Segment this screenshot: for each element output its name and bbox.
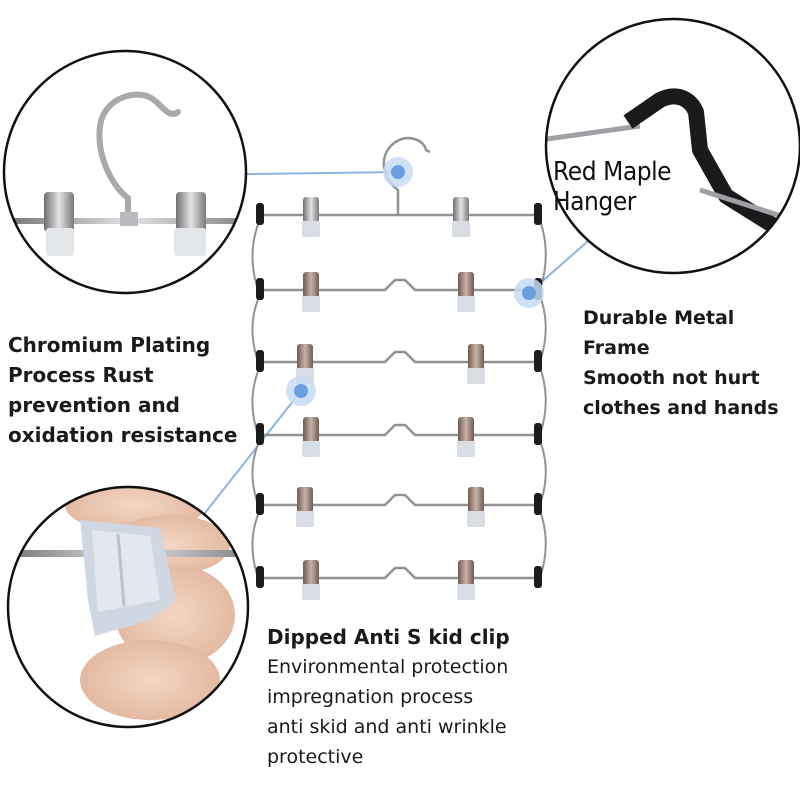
hanger-clip [457, 417, 475, 457]
caption-title: Dipped Anti S kid clip [267, 625, 510, 649]
end-cap [534, 566, 542, 588]
caption-metal-frame: Durable Metal Frame Smooth not hurt clot… [583, 303, 800, 423]
hanger-clip [467, 344, 485, 384]
end-cap [256, 203, 264, 225]
hanger-clip [302, 197, 320, 237]
end-cap [534, 493, 542, 515]
end-cap [256, 566, 264, 588]
hanger-tier [256, 560, 542, 600]
hanger-tier [251, 197, 547, 291]
end-cap [256, 493, 264, 515]
caption-line: prevention and [8, 393, 180, 417]
caption-line: Durable Metal Frame [583, 307, 735, 359]
caption-line: Environmental protection [267, 656, 509, 678]
caption-line: anti skid and anti wrinkle [267, 716, 507, 738]
caption-line: Process Rust [8, 363, 154, 387]
hanger-clip [302, 417, 320, 457]
hanger-tier [251, 344, 547, 436]
end-cap [534, 350, 542, 372]
end-cap [534, 203, 542, 225]
hanger-clip [457, 272, 475, 312]
callout-line-clip [189, 390, 302, 533]
hanger-tier [251, 272, 547, 363]
callout-dots [286, 157, 544, 406]
caption-line: impregnation process [267, 686, 474, 708]
hanger-main [251, 136, 547, 600]
brand-label: Red Maple Hanger [553, 157, 672, 217]
hanger-clip [467, 487, 485, 527]
end-cap [256, 278, 264, 300]
hanger-clip [302, 272, 320, 312]
caption-chromium-plating: Chromium Plating Process Rust prevention… [8, 330, 237, 450]
caption-anti-skid-clip: Dipped Anti S kid clip Environmental pro… [267, 622, 510, 772]
caption-line: Chromium Plating [8, 333, 211, 357]
closeup-hook-clips [2, 49, 248, 295]
hanger-clip [457, 560, 475, 600]
caption-line: protective [267, 746, 364, 768]
end-cap [256, 350, 264, 372]
caption-line: clothes and hands [583, 397, 779, 419]
caption-line: Smooth not hurt [583, 367, 760, 389]
hanger-tier [251, 417, 547, 506]
hanger-clip [302, 560, 320, 600]
closeup-end-cap [544, 17, 800, 275]
hanger-clip [452, 197, 470, 237]
caption-line: oxidation resistance [8, 423, 238, 447]
end-cap [256, 423, 264, 445]
closeup-clip-in-hand [6, 485, 250, 729]
end-cap [534, 423, 542, 445]
hanger-clip [296, 487, 314, 527]
hanger-tier [251, 487, 547, 579]
